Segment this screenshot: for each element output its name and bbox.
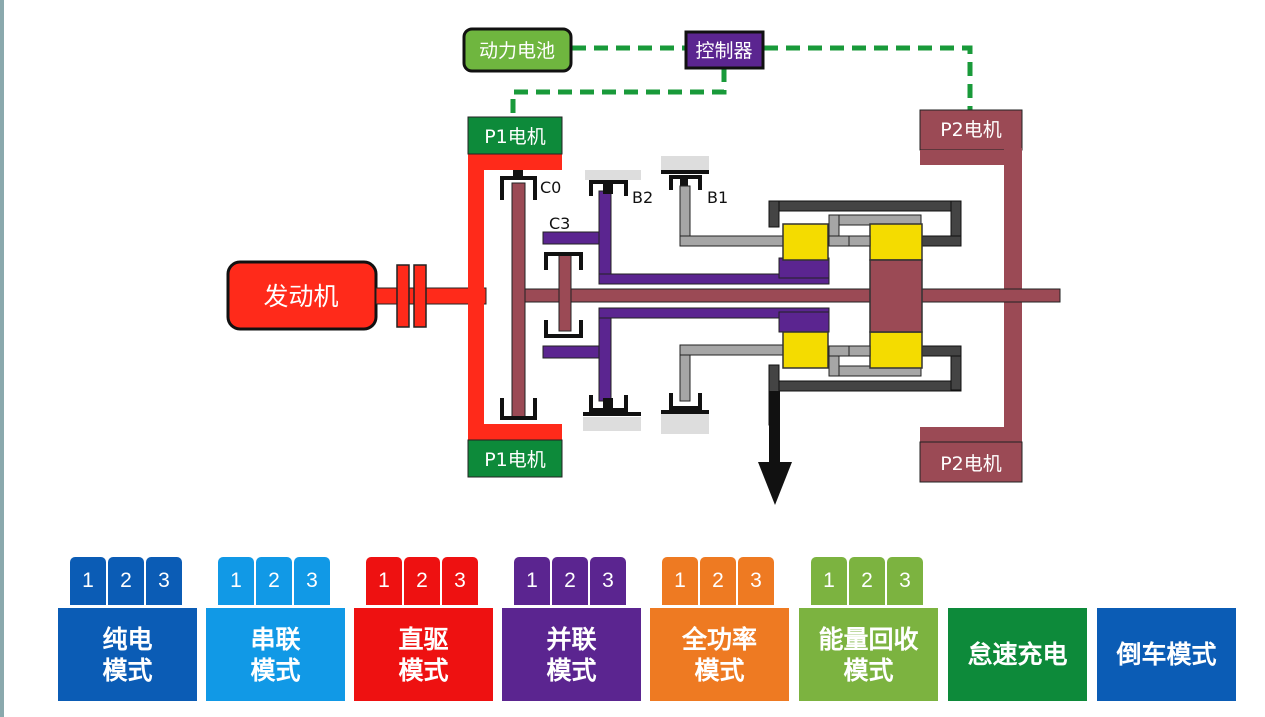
gear-tab-2[interactable]: 2	[108, 557, 144, 605]
battery-label: 动力电池	[479, 40, 555, 62]
mode-reverse: 倒车模式	[1097, 557, 1236, 701]
p2-motor-frame: P2电机 P2电机	[919, 109, 1023, 483]
input-shaft	[375, 264, 487, 328]
gear-tab-3[interactable]: 3	[738, 557, 774, 605]
mode-label-line1: 倒车模式	[1116, 640, 1217, 669]
c0-label: C0	[540, 178, 561, 197]
gear-tab-2[interactable]: 2	[849, 557, 885, 605]
p1-motor-frame: P1电机 P1电机	[467, 116, 563, 478]
controller-box: 控制器	[684, 30, 765, 70]
gear-tab-3[interactable]: 3	[590, 557, 626, 605]
mode-label-line2: 模式	[102, 655, 153, 685]
mode-button-pure-electric[interactable]: 纯电模式	[58, 608, 197, 701]
clutch-c3: C3	[544, 214, 583, 338]
grey-ring-links	[679, 185, 922, 402]
gear-tab-2[interactable]: 2	[404, 557, 440, 605]
mode-label-line2: 模式	[546, 655, 597, 685]
gear-tab-1[interactable]: 1	[662, 557, 698, 605]
engine-label: 发动机	[263, 282, 338, 311]
gear-tab-3[interactable]: 3	[294, 557, 330, 605]
mode-label-line1: 直驱	[398, 624, 449, 654]
p2-motor-top-label: P2电机	[940, 119, 1002, 141]
mode-button-full-power[interactable]: 全功率模式	[650, 608, 789, 701]
gear-tab-1[interactable]: 1	[366, 557, 402, 605]
mode-button-series[interactable]: 串联模式	[206, 608, 345, 701]
wire-controller-p1	[510, 68, 727, 118]
gear-tab-1[interactable]: 1	[514, 557, 550, 605]
mode-label-line2: 模式	[843, 655, 894, 685]
mode-label-line1: 串联	[250, 624, 301, 654]
mode-label-line1: 全功率	[681, 624, 757, 654]
mode-label-line2: 模式	[694, 655, 745, 685]
p1-motor-bottom-label: P1电机	[484, 449, 546, 471]
brake-b2: B2	[583, 170, 653, 431]
controller-label: 控制器	[695, 40, 752, 62]
gear-tab-3[interactable]: 3	[887, 557, 923, 605]
clutch-c0: C0	[500, 170, 561, 420]
gear-tab-1[interactable]: 1	[70, 557, 106, 605]
gear-tab-3[interactable]: 3	[442, 557, 478, 605]
mode-label-line1: 并联	[546, 624, 597, 654]
b2-label: B2	[632, 188, 653, 207]
gear-tab-2[interactable]: 2	[700, 557, 736, 605]
brake-b1: B1	[661, 156, 728, 434]
mode-label-line2: 模式	[250, 655, 301, 685]
mode-label-line1: 能量回收	[818, 624, 919, 654]
gear-tab-2[interactable]: 2	[256, 557, 292, 605]
mode-idle-charge: 怠速充电	[948, 557, 1087, 701]
control-wiring	[510, 45, 973, 118]
purple-carrier	[542, 190, 830, 402]
gear-tab-3[interactable]: 3	[146, 557, 182, 605]
mode-label-line1: 纯电	[102, 624, 153, 654]
gear-tab-1[interactable]: 1	[218, 557, 254, 605]
p1-motor-top-label: P1电机	[484, 126, 546, 148]
mode-button-reverse[interactable]: 倒车模式	[1097, 608, 1236, 701]
p2-motor-bottom-label: P2电机	[940, 453, 1002, 475]
gear-connectors	[828, 235, 871, 357]
left-edge-bar	[0, 0, 4, 717]
c3-label: C3	[549, 214, 570, 233]
output-arrow	[758, 391, 792, 505]
mode-label-line2: 模式	[398, 655, 449, 685]
hybrid-transmission-diagram: 动力电池 控制器 P2电机 P2电机 发动机 P1电机 P1电机	[226, 27, 1061, 505]
b1-label: B1	[707, 188, 728, 207]
wire-controller-p2	[764, 45, 973, 110]
gear-tab-2[interactable]: 2	[552, 557, 588, 605]
mode-label-line1: 怠速充电	[967, 640, 1068, 669]
mode-button-energy-recovery[interactable]: 能量回收模式	[799, 608, 938, 701]
engine-block: 发动机	[226, 260, 378, 331]
battery-box: 动力电池	[462, 27, 573, 73]
gear-tab-1[interactable]: 1	[811, 557, 847, 605]
mode-button-idle-charge[interactable]: 怠速充电	[948, 608, 1087, 701]
mode-button-parallel[interactable]: 并联模式	[502, 608, 641, 701]
main-shaft	[512, 288, 1061, 303]
mode-button-direct-drive[interactable]: 直驱模式	[354, 608, 493, 701]
